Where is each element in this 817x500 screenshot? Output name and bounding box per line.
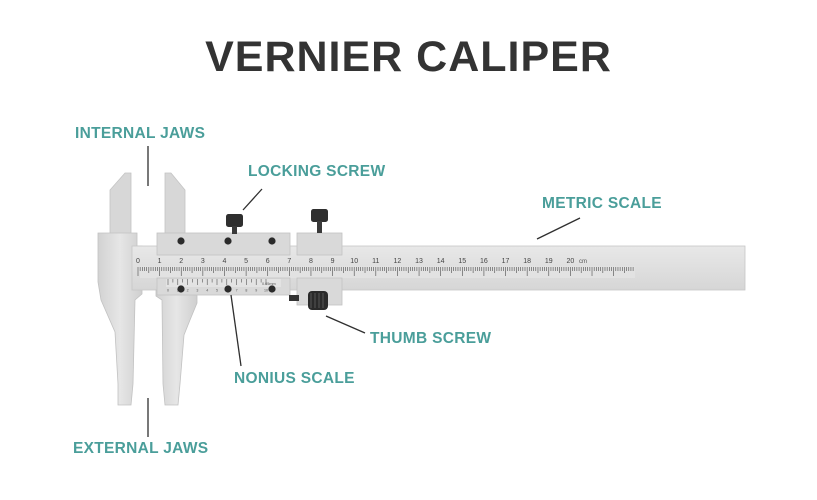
main-scale-number: 6 <box>266 258 270 265</box>
main-scale-number: 0 <box>136 258 140 265</box>
main-scale-number: 13 <box>415 258 423 265</box>
main-scale-number: 4 <box>223 258 227 265</box>
rivet <box>268 237 276 245</box>
locking-screw-leader <box>242 188 263 211</box>
main-scale-ticks <box>137 267 634 276</box>
vernier-scale-strip <box>166 279 281 287</box>
page-title: VERNIER CALIPER <box>205 33 612 81</box>
main-scale-number: 20 <box>567 258 575 265</box>
vernier-precision-mark: 0.05mm <box>262 282 276 286</box>
main-scale-number: 9 <box>331 258 335 265</box>
vernier-scale-number: 4 <box>206 289 208 293</box>
fine-adjustment-top-block <box>296 232 343 256</box>
locking-screw-icon[interactable] <box>226 214 243 234</box>
main-scale-number: 10 <box>350 258 358 265</box>
vernier-scale-number: 3 <box>196 289 198 293</box>
main-scale-number: 8 <box>309 258 313 265</box>
connecting-rod <box>289 295 299 301</box>
rivet <box>177 237 185 245</box>
main-scale-number: 14 <box>437 258 445 265</box>
vernier-scale-ticks <box>167 279 267 285</box>
main-scale-number: 19 <box>545 258 553 265</box>
vernier-scale-number: 8 <box>245 289 247 293</box>
main-scale-strip <box>140 266 635 278</box>
vernier-scale-number: 0 <box>167 289 169 293</box>
sliding-external-jaw <box>155 289 198 406</box>
rivet <box>268 285 276 293</box>
vernier-scale-number: 2 <box>187 289 189 293</box>
vernier-scale-number: 7 <box>236 289 238 293</box>
label-nonius-scale: NONIUS SCALE <box>234 370 355 387</box>
main-scale-number: 1 <box>158 258 162 265</box>
main-scale-number: 15 <box>458 258 466 265</box>
main-scale-number: 5 <box>244 258 248 265</box>
fine-adjustment-screw-icon[interactable] <box>311 209 328 233</box>
label-external-jaws: EXTERNAL JAWS <box>73 440 209 457</box>
label-locking-screw: LOCKING SCREW <box>248 163 386 180</box>
thumb-screw-icon[interactable] <box>308 291 328 310</box>
slider-top-plate <box>156 232 291 256</box>
main-scale-number: 2 <box>179 258 183 265</box>
rivet <box>224 237 232 245</box>
label-internal-jaws: INTERNAL JAWS <box>75 125 206 142</box>
vernier-scale-number: 9 <box>255 289 257 293</box>
main-scale-number: 11 <box>372 258 379 265</box>
main-scale-unit: cm <box>579 259 587 265</box>
label-metric-scale: METRIC SCALE <box>542 195 662 212</box>
main-scale-number: 12 <box>394 258 402 265</box>
main-scale-number: 7 <box>287 258 291 265</box>
main-scale-number: 16 <box>480 258 488 265</box>
thumb-screw-leader <box>325 315 366 334</box>
sliding-internal-jaw <box>164 172 186 236</box>
rivet <box>177 285 185 293</box>
vernier-scale-number: 10 <box>264 289 268 293</box>
main-scale-number: 3 <box>201 258 205 265</box>
label-thumb-screw: THUMB SCREW <box>370 330 492 347</box>
metric-scale-leader <box>536 217 581 240</box>
main-scale-number: 18 <box>523 258 531 265</box>
rivet <box>224 285 232 293</box>
vernier-scale-number: 5 <box>216 289 218 293</box>
nonius-scale-leader <box>230 294 242 367</box>
main-scale-number: 17 <box>502 258 510 265</box>
